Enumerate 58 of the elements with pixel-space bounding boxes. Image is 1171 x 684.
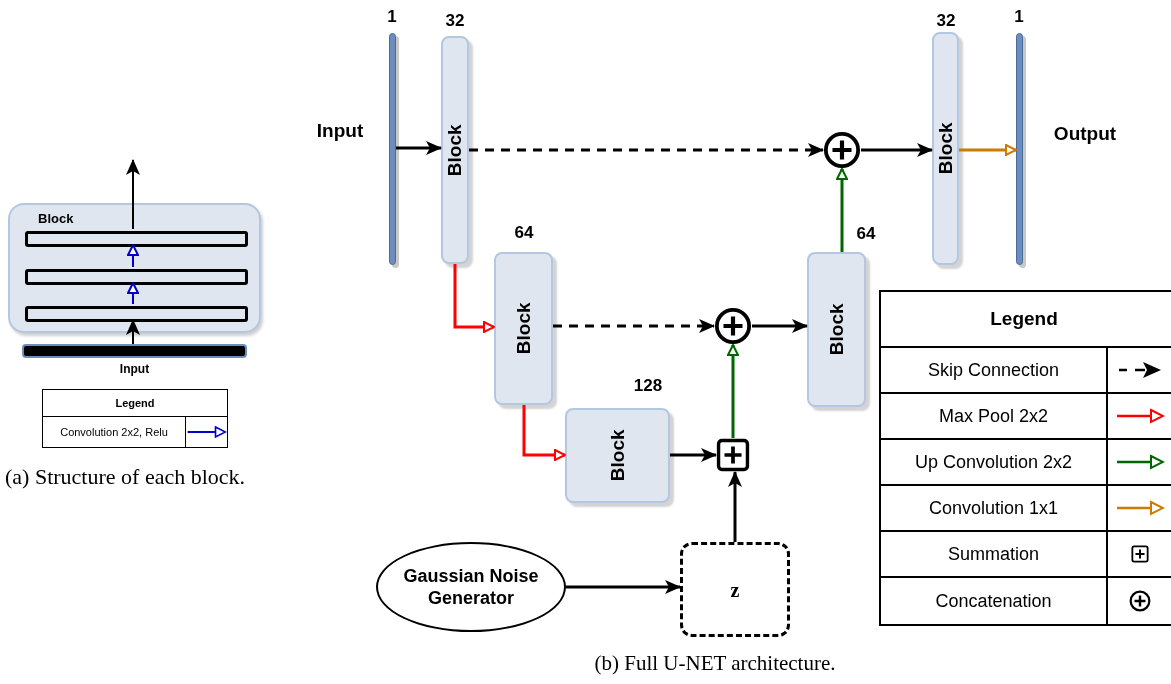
arrow <box>453 264 495 333</box>
channel-count: 1 <box>386 6 398 28</box>
arrow <box>861 143 933 157</box>
legend-text: Convolution 1x1 <box>928 496 1059 520</box>
arrow <box>522 405 566 461</box>
side-label: Input <box>315 119 365 143</box>
legend-text: Skip Connection <box>927 358 1060 382</box>
caption: (b) Full U-NET architecture. <box>593 650 837 677</box>
layer-bar <box>389 33 396 265</box>
block-label: Block <box>605 429 629 482</box>
dashed-arrow <box>469 143 824 157</box>
legend-text: Summation <box>947 542 1039 566</box>
block-label: Block <box>824 303 848 356</box>
layer-bar <box>25 231 248 247</box>
block-label: Block <box>933 122 957 175</box>
block-box <box>565 408 670 503</box>
latent-label: z <box>730 577 740 603</box>
side-label: Output <box>1052 122 1118 146</box>
block-box <box>807 252 866 407</box>
legend-title: Legend <box>990 306 1059 331</box>
arrow <box>396 141 442 155</box>
arrow <box>670 448 717 462</box>
channel-count: 64 <box>855 223 877 245</box>
arrow <box>127 244 139 268</box>
block-label: Block <box>511 302 535 355</box>
block-label: Block <box>442 124 466 176</box>
legend-text: Up Convolution 2x2 <box>914 450 1073 474</box>
layer-bar <box>25 306 248 322</box>
latent-box <box>680 542 790 637</box>
input-label: Input <box>119 361 150 378</box>
arrow <box>127 282 139 305</box>
layer-bar <box>1016 33 1023 265</box>
generator-label: Gaussian Noise Generator <box>402 564 540 610</box>
caption: (a) Structure of each block. <box>5 463 247 491</box>
channel-count: 1 <box>1013 6 1025 28</box>
block-box <box>494 252 553 405</box>
block-box <box>932 32 959 265</box>
layer-bar <box>25 269 248 285</box>
arrow <box>126 159 140 230</box>
arrow <box>752 319 808 333</box>
channel-count: 128 <box>632 375 664 397</box>
legend-text: Max Pool 2x2 <box>938 404 1049 428</box>
legend-title: Legend <box>115 395 155 411</box>
block-container <box>8 203 261 333</box>
channel-count: 32 <box>935 10 957 32</box>
arrow <box>126 319 140 345</box>
arrow <box>727 344 739 438</box>
arrow <box>836 168 848 252</box>
arrow <box>728 471 742 542</box>
block-box <box>441 36 469 264</box>
channel-count: 64 <box>513 222 535 244</box>
channel-count: 32 <box>444 10 466 32</box>
dashed-arrow <box>553 319 715 333</box>
block-heading: Block <box>38 210 74 228</box>
legend-text: Convolution 2x2, Relu <box>60 424 168 440</box>
arrow <box>566 580 681 594</box>
arrow <box>959 144 1017 156</box>
legend-text: Concatenation <box>935 589 1052 613</box>
